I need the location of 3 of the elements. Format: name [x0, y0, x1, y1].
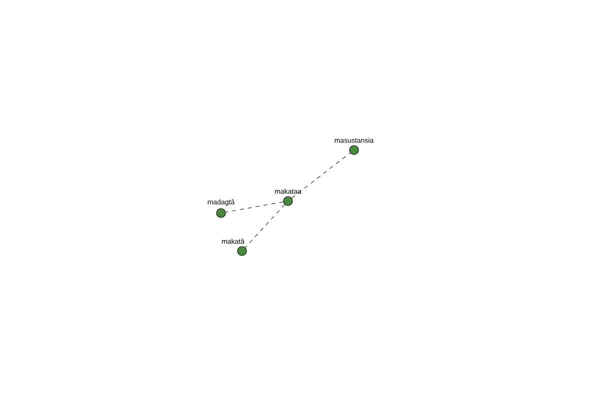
connector-line — [245, 204, 285, 248]
connector-line — [225, 202, 284, 212]
connector-line — [292, 152, 350, 198]
